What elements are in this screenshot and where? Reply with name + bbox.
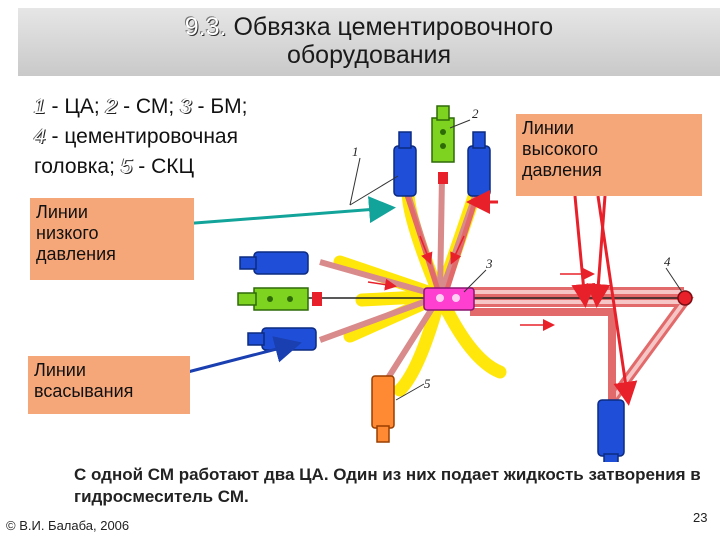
mixer-top <box>431 105 455 184</box>
callout-high-line: высокого <box>522 139 598 159</box>
pump-unit-bottom-right <box>597 399 625 471</box>
title-line-1: Обвязка цементировочного <box>233 13 554 41</box>
low-pressure-line <box>319 259 441 299</box>
suction-pointer <box>179 336 302 376</box>
manifold-block <box>423 287 475 311</box>
pump-unit-top-left <box>393 131 417 197</box>
title-band <box>18 8 720 76</box>
legend-num-4: 4 <box>34 125 46 148</box>
legend-num-3: 3 <box>180 95 192 118</box>
cement-head <box>677 290 693 306</box>
drawing-label-2: 2 <box>472 106 479 121</box>
callout-suction: Линии всасывания <box>28 356 190 414</box>
callout-low-line: Линии <box>36 202 88 222</box>
drawing-label-4: 4 <box>664 254 671 269</box>
low-pressure-line <box>318 293 442 343</box>
copyright-footer: © В.И. Балаба, 2006 <box>6 518 130 533</box>
legend-text-4b: головка; <box>34 155 121 178</box>
callout-low-line: низкого <box>36 223 99 243</box>
high-pressure-pointer <box>586 195 611 308</box>
legend-text-4: - цементировочная <box>45 125 238 148</box>
page-number: 23 <box>693 510 708 525</box>
title-line-2: оборудования <box>286 41 452 69</box>
page-title: 9.3. Обвязка цементировочного <box>18 13 720 41</box>
mixer-left <box>237 287 322 311</box>
legend: 1 - ЦА; 2 - СМ; 3 - БМ; 4 - цементировоч… <box>34 92 247 182</box>
legend-num-1: 1 <box>34 95 46 118</box>
low-pressure-line <box>437 175 445 297</box>
legend-line-2: 4 - цементировочная <box>34 122 247 152</box>
callout-high-pressure: Линии высокого давления <box>516 114 702 196</box>
drawing-label-1: 1 <box>352 144 359 159</box>
manifold-port <box>452 294 460 302</box>
callout-low-line: давления <box>36 244 116 264</box>
title-number: 9.3. <box>184 13 227 41</box>
callout-arrows <box>179 190 638 406</box>
high-pressure-line <box>470 297 694 403</box>
high-pressure-line <box>470 308 616 400</box>
legend-num-2: 2 <box>105 95 118 118</box>
skc-unit <box>371 375 395 443</box>
legend-text-2: - СМ; <box>117 95 181 118</box>
flow-arrows <box>367 235 595 331</box>
suction-line <box>393 289 447 397</box>
legend-text-1: - ЦА; <box>45 95 106 118</box>
high-pressure-pointer <box>596 195 638 406</box>
callout-suction-line: всасывания <box>34 381 134 401</box>
callout-high-line: давления <box>522 160 602 180</box>
pump-unit-top-right <box>467 131 491 197</box>
legend-text-3: - БМ; <box>191 95 248 118</box>
pump-unit-left-upper <box>239 251 309 275</box>
callout-high-line: Линии <box>522 118 574 138</box>
callout-suction-line: Линии <box>34 360 86 380</box>
legend-num-5: 5 <box>120 155 133 178</box>
high-pressure-pointer <box>571 195 596 308</box>
bottom-note: С одной СМ работают два ЦА. Один из них … <box>70 462 706 522</box>
legend-text-5: - СКЦ <box>132 155 195 178</box>
legend-line-3: головка; 5 - СКЦ <box>34 152 247 182</box>
leader-lines <box>349 119 683 401</box>
callout-low-pressure: Линии низкого давления <box>30 198 194 280</box>
manifold-port <box>436 294 444 302</box>
drawing-label-5: 5 <box>424 376 431 391</box>
legend-line-1: 1 - ЦА; 2 - СМ; 3 - БМ; <box>34 92 247 122</box>
drawing-label-3: 3 <box>485 256 493 271</box>
low-pressure-pointer <box>181 196 396 226</box>
